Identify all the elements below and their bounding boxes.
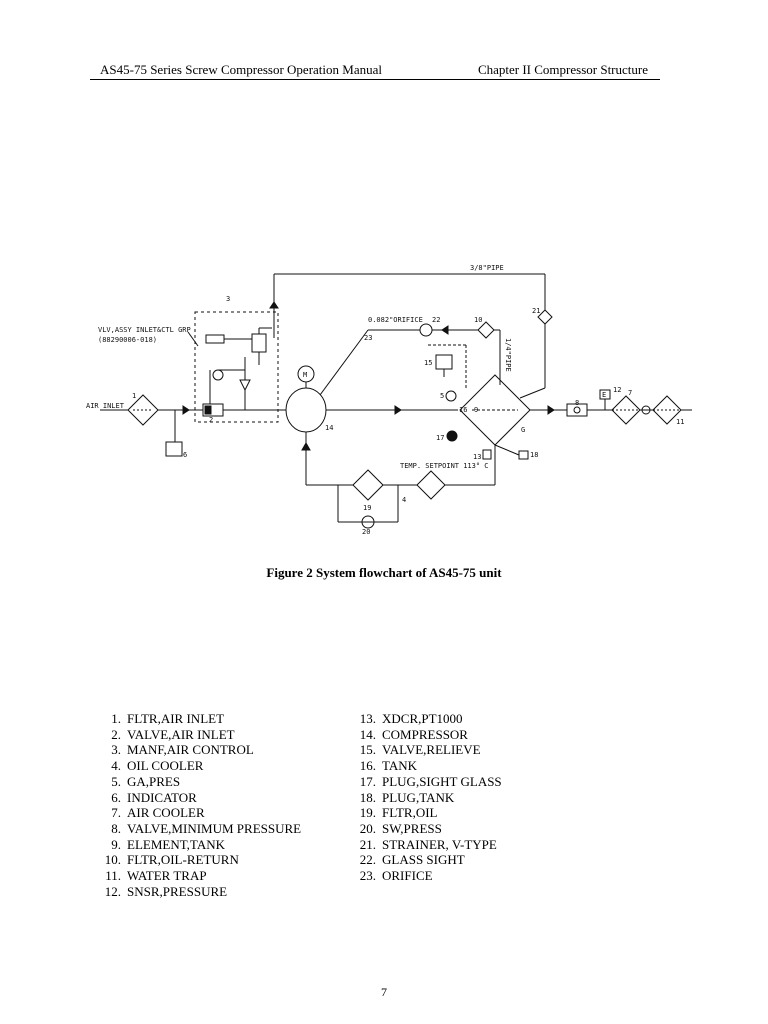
air-control-manifold-symbol bbox=[251, 333, 267, 353]
oil-cooler-symbol bbox=[416, 470, 446, 500]
pressure-switch-symbol bbox=[361, 515, 375, 529]
air-inlet-label: AIR INLET bbox=[86, 402, 125, 410]
min-pressure-valve-symbol bbox=[566, 403, 588, 417]
air-cooler-symbol bbox=[611, 395, 641, 425]
callout-8: 8 bbox=[575, 399, 579, 407]
part-item: 14.COMPRESSOR bbox=[359, 726, 468, 742]
callout-17: 17 bbox=[436, 434, 444, 442]
header-title: AS45-75 Series Screw Compressor Operatio… bbox=[100, 62, 382, 77]
part-item: 7.AIR COOLER bbox=[111, 805, 205, 821]
tank-symbol bbox=[459, 374, 531, 446]
callout-21: 21 bbox=[532, 307, 540, 315]
part-item: 6.INDICATOR bbox=[111, 789, 197, 805]
callout-18: 18 bbox=[530, 451, 538, 459]
callout-20: 20 bbox=[362, 528, 370, 536]
callout-9: 9 bbox=[474, 406, 478, 414]
part-item: 10.FLTR,OIL-RETURN bbox=[104, 852, 239, 868]
motor-label: M bbox=[303, 371, 307, 379]
callout-11: 11 bbox=[676, 418, 684, 426]
water-trap-symbol bbox=[652, 395, 682, 425]
figure-caption: Figure 2 System flowchart of AS45-75 uni… bbox=[266, 565, 502, 580]
air-inlet-filter-symbol bbox=[127, 394, 159, 426]
part-item: 4.OIL COOLER bbox=[111, 758, 204, 774]
callout-14: 14 bbox=[325, 424, 333, 432]
callout-22: 22 bbox=[432, 316, 440, 324]
orifice-label: 0.082"ORIFICE bbox=[368, 316, 423, 324]
callout-1: 1 bbox=[132, 392, 136, 400]
parts-list-left: 1.FLTR,AIR INLET 2.VALVE,AIR INLET 3.MAN… bbox=[95, 711, 301, 899]
glass-sight-symbol bbox=[419, 323, 433, 337]
callout-6: 6 bbox=[183, 451, 187, 459]
oil-filter-symbol bbox=[352, 469, 384, 501]
control-group-box bbox=[194, 311, 279, 423]
pressure-gauge-symbol bbox=[445, 390, 457, 402]
part-item: 8.VALVE,MINIMUM PRESSURE bbox=[111, 820, 302, 836]
e-label: E bbox=[602, 391, 606, 399]
part-item: 22.GLASS SIGHT bbox=[359, 852, 465, 868]
part-item: 9.ELEMENT,TANK bbox=[111, 836, 226, 852]
page-number: 7 bbox=[381, 985, 387, 999]
part-item: 12.SNSR,PRESSURE bbox=[104, 883, 228, 899]
callout-12: 12 bbox=[613, 386, 621, 394]
pipe-1-4-label: 1/4"PIPE bbox=[504, 338, 512, 372]
callout-15: 15 bbox=[424, 359, 432, 367]
valve-assy-label: VLV,ASSY INLET&CTL GRP bbox=[98, 326, 191, 334]
callout-16: 16 bbox=[459, 406, 467, 414]
valve-assy-part-number: (88290006-018) bbox=[98, 336, 157, 344]
motor-symbol bbox=[297, 365, 315, 383]
callout-3: 3 bbox=[226, 295, 230, 303]
callout-10: 10 bbox=[474, 316, 482, 324]
part-item: 1.FLTR,AIR INLET bbox=[111, 711, 225, 726]
part-item: 21.STRAINER, V-TYPE bbox=[359, 836, 497, 852]
relieve-valve-symbol bbox=[435, 354, 453, 370]
part-item: 3.MANF,AIR CONTROL bbox=[111, 742, 254, 758]
oil-return-filter-symbol bbox=[477, 321, 495, 339]
system-flowchart: 3/8"PIPE VLV,ASSY INLET&CTL GRP (8829000… bbox=[86, 264, 692, 536]
header-rule bbox=[90, 79, 660, 80]
sight-glass-plug-symbol bbox=[446, 430, 458, 442]
header-chapter: Chapter II Compressor Structure bbox=[477, 62, 648, 77]
g-label: G bbox=[521, 426, 525, 434]
part-item: 13.XDCR,PT1000 bbox=[359, 711, 463, 726]
callout-19: 19 bbox=[363, 504, 371, 512]
indicator-symbol bbox=[165, 441, 183, 457]
callout-2: 2 bbox=[209, 416, 213, 424]
part-item: 20.SW,PRESS bbox=[359, 820, 442, 836]
pipe-3-8-label: 3/8"PIPE bbox=[470, 264, 504, 272]
callout-5: 5 bbox=[440, 392, 444, 400]
part-item: 18.PLUG,TANK bbox=[359, 789, 455, 805]
callout-13: 13 bbox=[473, 453, 481, 461]
part-item: 17.PLUG,SIGHT GLASS bbox=[359, 773, 502, 789]
part-item: 2.VALVE,AIR INLET bbox=[111, 726, 235, 742]
callout-7: 7 bbox=[628, 389, 632, 397]
part-item: 5.GA,PRES bbox=[111, 773, 181, 789]
part-item: 11.WATER TRAP bbox=[105, 868, 207, 884]
callout-4: 4 bbox=[402, 496, 406, 504]
part-item: 16.TANK bbox=[359, 758, 418, 774]
temperature-transducer-symbol bbox=[482, 449, 492, 460]
callout-23: 23 bbox=[364, 334, 372, 342]
part-item: 15.VALVE,RELIEVE bbox=[359, 742, 481, 758]
temp-setpoint-label: TEMP. SETPOINT 113° C bbox=[400, 462, 489, 470]
part-item: 19.FLTR,OIL bbox=[359, 805, 438, 821]
tank-plug-symbol bbox=[518, 450, 529, 460]
parts-list-right: 13.XDCR,PT1000 14.COMPRESSOR 15.VALVE,RE… bbox=[356, 711, 502, 884]
part-item: 23.ORIFICE bbox=[359, 868, 433, 884]
